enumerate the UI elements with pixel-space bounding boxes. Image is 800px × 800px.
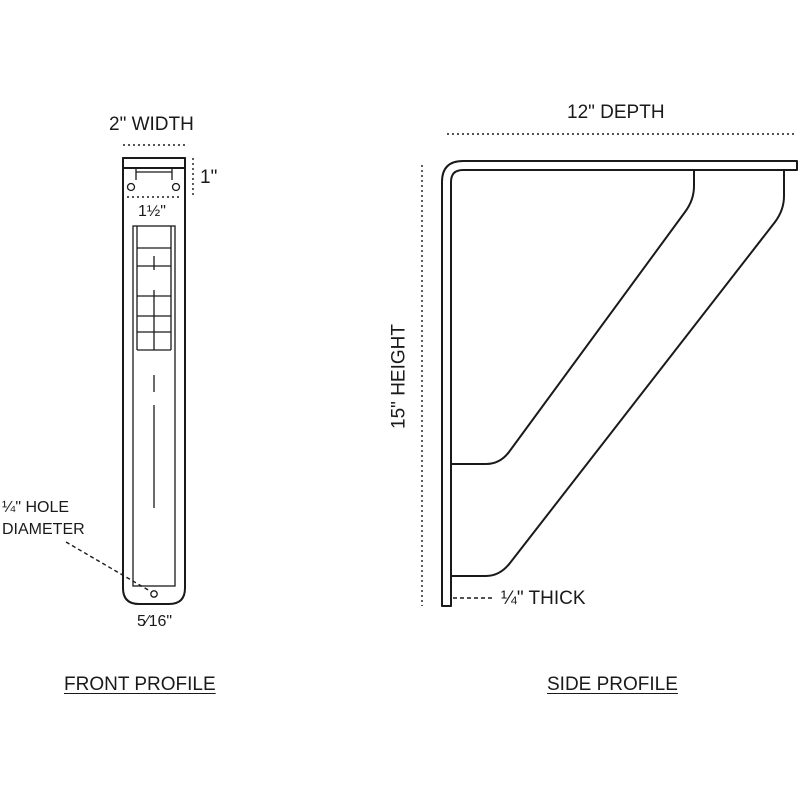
front-tab-label: 1" — [200, 167, 218, 188]
side-gusset — [450, 169, 785, 577]
front-cap-bend — [135, 168, 173, 180]
side-height-label: 15" HEIGHT — [388, 324, 410, 429]
front-hole-label-line2: DIAMETER — [2, 521, 85, 538]
front-top-cap — [122, 157, 186, 169]
front-profile-drawing — [65, 144, 194, 605]
front-hole-label-line1: ¼" HOLE — [2, 499, 70, 516]
front-grid — [136, 226, 172, 351]
front-inner-panel — [132, 225, 176, 587]
side-l-plate — [441, 160, 798, 607]
side-depth-label: 12" DEPTH — [567, 102, 665, 123]
front-inner-width-label: 1½" — [138, 203, 166, 220]
front-width-label: 2" WIDTH — [109, 114, 194, 135]
front-bottom-label: 5⁄16" — [137, 613, 173, 630]
front-bottom-hole — [150, 590, 158, 598]
side-profile-caption: SIDE PROFILE — [547, 674, 678, 695]
front-hole-leader — [65, 541, 151, 592]
front-tab-hole-right — [171, 182, 181, 192]
side-thick-label: ¼" THICK — [501, 588, 586, 609]
side-profile-drawing — [421, 133, 798, 607]
front-tab-hole-left — [126, 182, 136, 192]
front-outline — [122, 157, 186, 605]
front-profile-caption: FRONT PROFILE — [64, 674, 216, 695]
